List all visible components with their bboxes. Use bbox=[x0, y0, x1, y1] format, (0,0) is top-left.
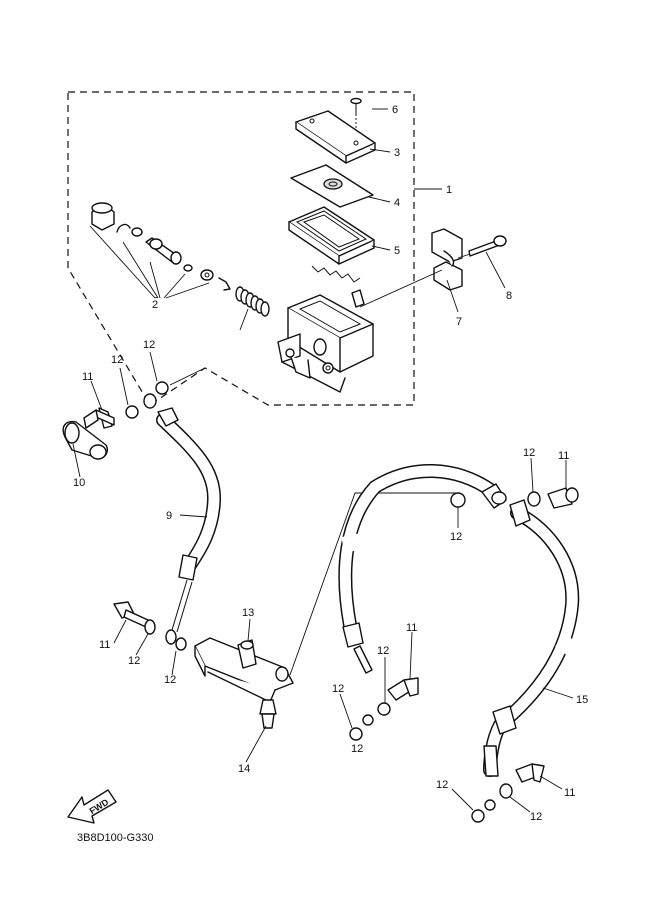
callout-5: 5 bbox=[394, 245, 400, 257]
callout-15: 15 bbox=[576, 694, 588, 706]
holder-bracket-part-7 bbox=[431, 228, 463, 291]
callout-10: 10 bbox=[73, 477, 85, 489]
brake-joint-part-13 bbox=[194, 637, 294, 703]
spring-coils bbox=[235, 286, 270, 317]
washer-12-m bbox=[471, 809, 485, 823]
callout-7: 7 bbox=[456, 316, 462, 328]
washer-12-k bbox=[362, 714, 374, 726]
callout-12-e: 12 bbox=[450, 531, 462, 543]
callout-12-k: 12 bbox=[351, 743, 363, 755]
reservoir-cover-part-3 bbox=[295, 110, 376, 164]
diagram-code: 3B8D100-G330 bbox=[77, 832, 153, 844]
callout-11-a: 11 bbox=[82, 371, 93, 383]
piston-kit-part-2 bbox=[91, 202, 270, 317]
washer-12-e bbox=[165, 629, 177, 645]
washer-12-a bbox=[125, 405, 139, 419]
gasket-outline bbox=[311, 265, 361, 283]
callout-13: 13 bbox=[242, 607, 254, 619]
callout-12-c: 12 bbox=[128, 655, 140, 667]
washer-12-j bbox=[349, 727, 363, 741]
callout-12-a: 12 bbox=[111, 354, 123, 366]
diaphragm-plate-part-4 bbox=[290, 164, 374, 208]
washer-12-c bbox=[155, 381, 169, 395]
leader-joint-hose bbox=[289, 492, 460, 676]
union-bolt-part-11-b bbox=[113, 601, 149, 628]
callout-1: 1 bbox=[446, 184, 452, 196]
callout-14: 14 bbox=[238, 763, 250, 775]
washer-12-f bbox=[175, 637, 187, 651]
leader-body-bracket bbox=[359, 269, 443, 308]
master-cylinder-body-part-1 bbox=[277, 289, 374, 393]
callout-12-f: 12 bbox=[523, 447, 535, 459]
callout-12-d: 12 bbox=[164, 674, 176, 686]
callout-12-i: 12 bbox=[436, 779, 448, 791]
diaphragm-part-5 bbox=[288, 206, 375, 265]
callout-2: 2 bbox=[152, 299, 158, 311]
brake-hose-part-15 bbox=[338, 464, 580, 777]
callout-11-c: 11 bbox=[558, 450, 569, 462]
callout-leaders bbox=[72, 108, 574, 813]
callout-11-b: 11 bbox=[99, 639, 110, 651]
union-bolt-part-11-a bbox=[83, 409, 115, 429]
washer-12-d bbox=[144, 619, 156, 635]
washer-12-b bbox=[143, 393, 157, 409]
union-bolt-part-11-e bbox=[515, 763, 545, 783]
washer-12-h bbox=[527, 491, 541, 507]
brake-hose-part-9 bbox=[156, 407, 221, 633]
callout-12-b: 12 bbox=[143, 339, 155, 351]
callout-12-h: 12 bbox=[332, 683, 344, 695]
callout-8: 8 bbox=[506, 290, 512, 302]
callout-numbers: 1 2 3 4 5 6 7 8 9 10 11 11 11 11 11 12 1… bbox=[73, 104, 588, 823]
bleed-screw-part-14 bbox=[259, 699, 277, 729]
forward-arrow: FWD bbox=[67, 789, 117, 824]
assembly-boundary bbox=[67, 91, 415, 406]
union-bolt-part-11-d bbox=[387, 677, 419, 701]
screw-part-6 bbox=[350, 97, 362, 135]
callout-3: 3 bbox=[394, 147, 400, 159]
union-bolt-part-11-c bbox=[547, 487, 579, 509]
callout-11-e: 11 bbox=[564, 787, 575, 799]
callout-12-j: 12 bbox=[530, 811, 542, 823]
callout-9: 9 bbox=[166, 510, 172, 522]
leader-cylinder-hose bbox=[169, 367, 206, 386]
callout-4: 4 bbox=[394, 197, 400, 209]
callout-12-g: 12 bbox=[377, 645, 389, 657]
washer-12-i bbox=[377, 702, 391, 716]
bolt-part-8 bbox=[457, 235, 507, 259]
callout-11-d: 11 bbox=[406, 622, 417, 634]
callout-6: 6 bbox=[392, 104, 398, 116]
washer-12-g bbox=[450, 492, 466, 508]
washer-12-l bbox=[499, 783, 513, 799]
washer-12-n bbox=[484, 799, 496, 811]
